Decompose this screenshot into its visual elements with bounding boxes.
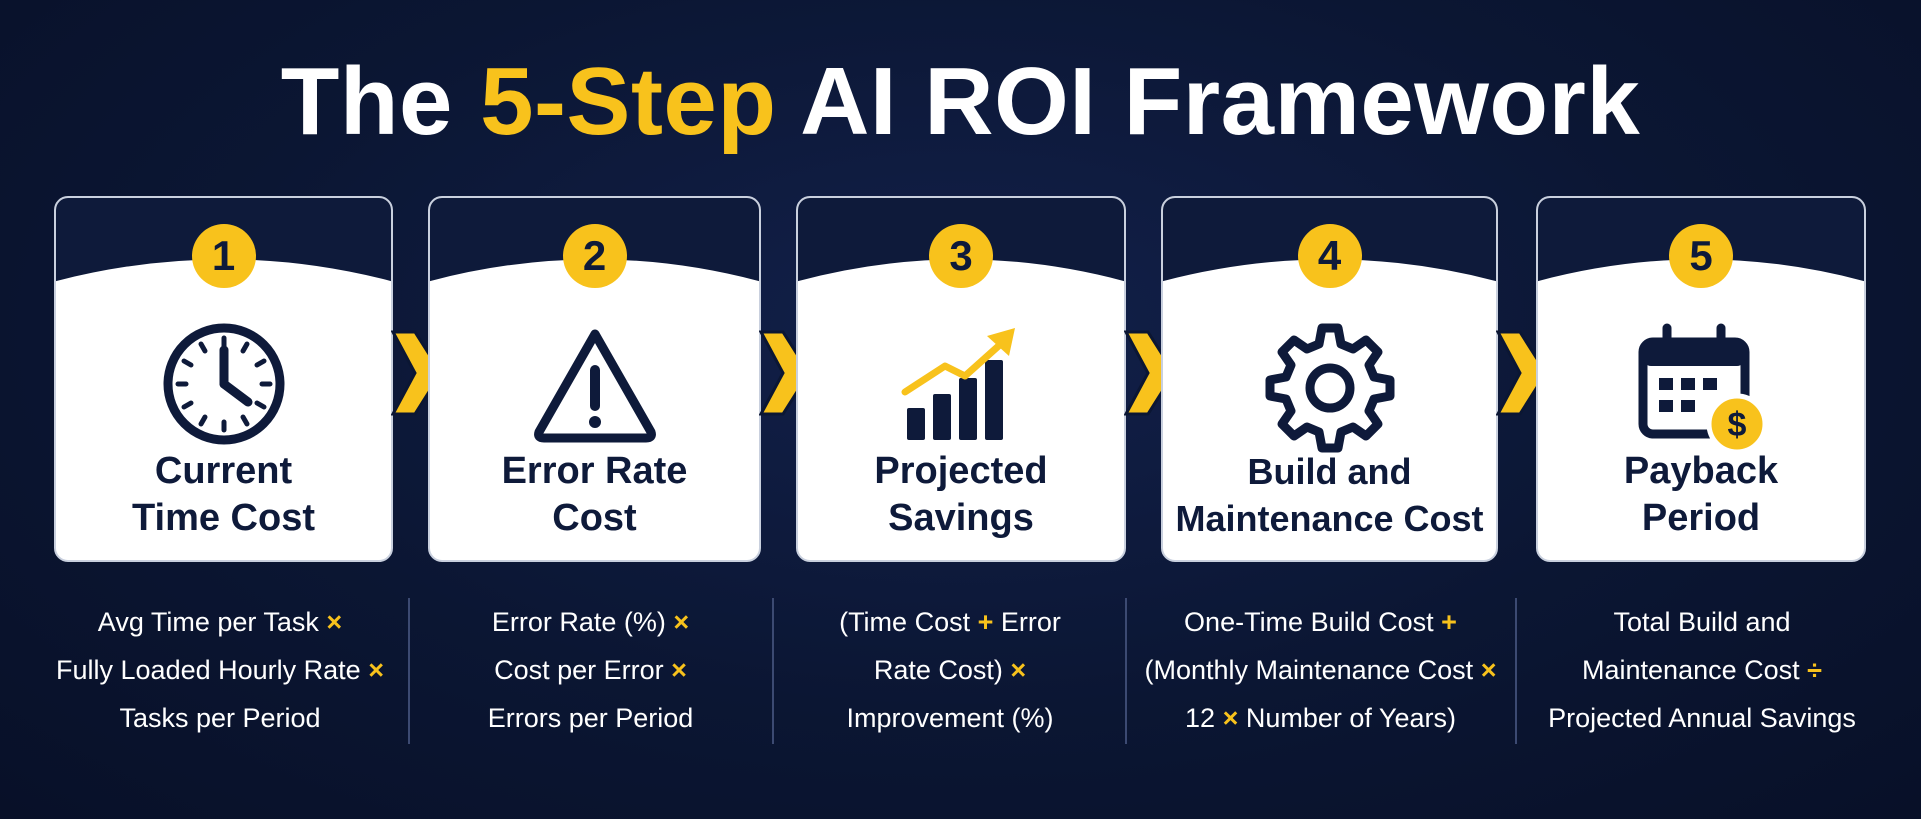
step-formula-5: Total Build and Maintenance Cost ÷ Proje… [1522,598,1882,742]
arrow-icon [1496,330,1548,416]
step-number-badge: 4 [1297,224,1362,288]
step-card-4: 4 Build and Maintenance Cost [1161,196,1498,562]
formula-text: (Monthly Maintenance Cost [1144,655,1474,685]
formula-text: Error [1000,607,1061,637]
operator: × [1222,703,1239,733]
formula-text: Number of Years) [1245,703,1456,733]
title-post: AI ROI Framework [800,48,1641,155]
formula-text: Improvement (%) [846,703,1054,733]
dollar-sign-glyph: $ [1728,406,1747,444]
step-formula-3: (Time Cost + Error Rate Cost) × Improvem… [780,598,1120,742]
operator: × [673,607,690,637]
arrow-icon [759,330,811,416]
formula-text: Error Rate (%) [491,607,666,637]
page-title: The 5-Step AI ROI Framework [0,42,1921,162]
growth-chart-icon [901,328,1015,440]
step-formula-4: One-Time Build Cost + (Monthly Maintenan… [1133,598,1508,742]
clock-icon [163,323,284,445]
step-number-badge: 5 [1669,224,1733,288]
arrow-icon [1124,330,1176,416]
step-label: Build and Maintenance Cost [1175,451,1484,539]
formula-text: 12 [1185,703,1216,733]
operator: × [671,655,687,685]
formula-text: Avg Time per Task [97,607,319,637]
formula-text: Maintenance Cost [1582,655,1800,685]
gear-icon [1265,323,1394,453]
formula-text: Rate Cost) [873,655,1003,685]
step-card-3: 3 Projected Savings [796,196,1126,562]
title-pre: The [280,48,453,155]
step-formula-2: Error Rate (%) × Cost per Error × Errors… [418,598,763,742]
calendar-dollar-icon: $ [1638,323,1768,455]
operator: × [1480,655,1497,685]
formula-text: Total Build and [1613,607,1791,637]
formula-text: Tasks per Period [119,703,321,733]
step-label: Projected Savings [874,450,1048,539]
arrow-icon [391,330,443,416]
formula-text: Projected Annual Savings [1548,703,1856,733]
operator: ÷ [1807,655,1822,685]
formula-text: Fully Loaded Hourly Rate [56,655,361,685]
column-divider [1515,598,1517,744]
warning-triangle-icon [533,329,656,443]
operator: × [326,607,343,637]
step-card-5: 5 $ Payback Period [1536,196,1866,562]
operator: + [1441,607,1457,637]
step-card-1: 1 Current Time Cost [54,196,393,562]
formula-text: One-Time Build Cost [1184,607,1434,637]
step-formula-1: Avg Time per Task × Fully Loaded Hourly … [40,598,400,742]
step-number-badge: 2 [562,224,627,288]
column-divider [1125,598,1127,744]
formula-text: (Time Cost [839,607,971,637]
operator: × [368,655,384,685]
formula-text: Errors per Period [487,703,694,733]
column-divider [408,598,410,744]
step-number-badge: 3 [929,224,993,288]
step-label: Payback Period [1623,450,1779,539]
step-label: Error Rate Cost [501,450,688,539]
formula-text: Cost per Error [494,655,664,685]
operator: × [1010,655,1027,685]
operator: + [977,607,994,637]
step-card-2: 2 Error Rate Cost [428,196,761,562]
step-number-badge: 1 [191,224,256,288]
column-divider [772,598,774,744]
step-label: Current Time Cost [131,450,315,539]
title-accent: 5-Step [480,48,777,155]
